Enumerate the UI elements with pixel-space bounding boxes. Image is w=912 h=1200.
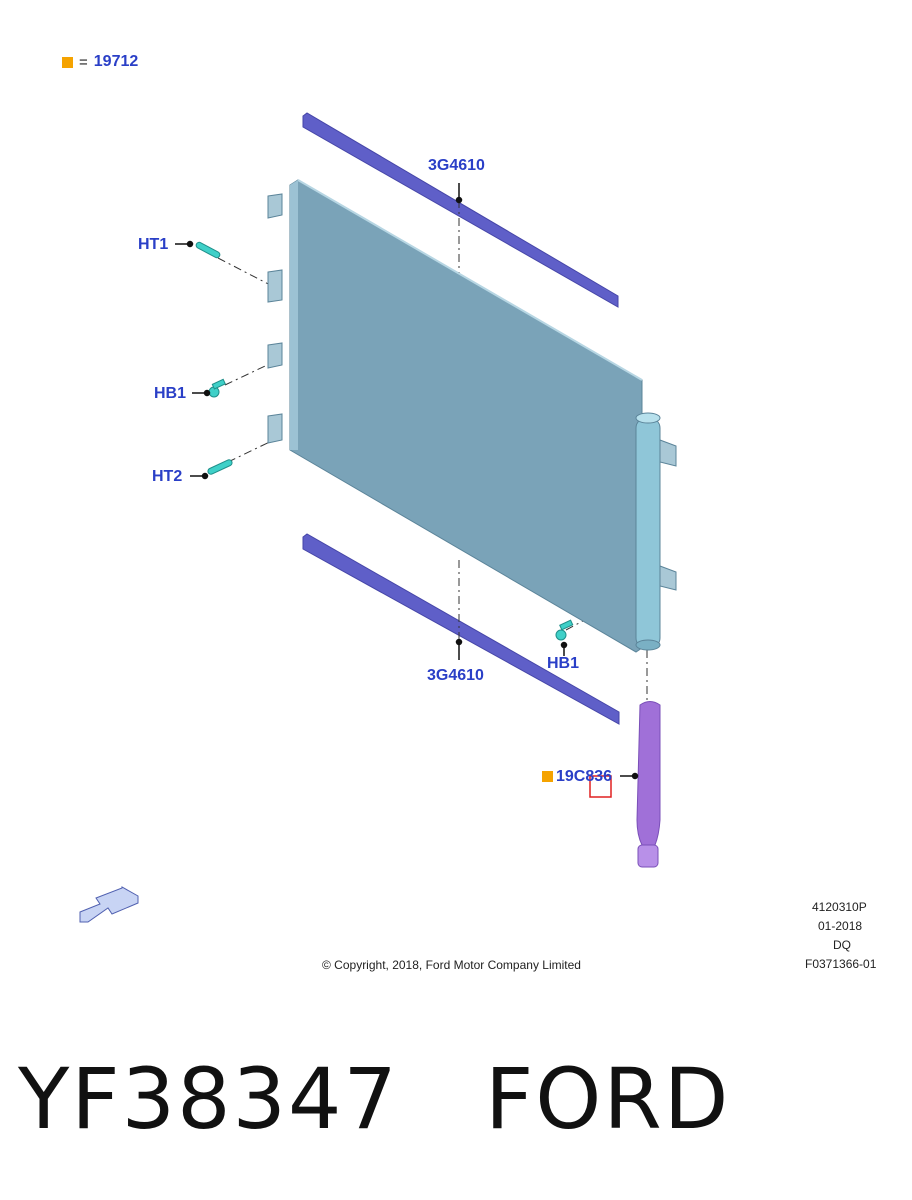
fastener-ht2 [207, 459, 233, 475]
fastener-ht1 [195, 241, 221, 259]
callout-hb1-left[interactable]: HB1 [154, 385, 187, 402]
meta-figure: F0371366-01 [805, 957, 877, 971]
callout-receiver-dryer[interactable]: 19C836 [556, 768, 613, 785]
bottom-seal-strip [302, 533, 620, 725]
legend-marker [62, 56, 73, 68]
footer-title: YF38347 FORD [18, 1050, 730, 1148]
callout-hb1-right[interactable]: HB1 [547, 655, 580, 672]
legend-equals: = [79, 53, 88, 71]
highlight-box [589, 775, 612, 798]
fastener-hb1-right [555, 619, 574, 641]
parts-diagram [79, 112, 677, 923]
meta-code: 4120310P [812, 900, 867, 914]
top-seal-strip [302, 112, 619, 308]
direction-arrow-icon [79, 886, 139, 923]
callout-top-strip[interactable]: 3G4610 [428, 157, 485, 174]
condenser-core [267, 179, 677, 653]
callout-bottom-strip[interactable]: 3G4610 [427, 667, 484, 684]
receiver-dryer-marker [542, 771, 553, 782]
footer-brand: FORD [484, 1050, 731, 1148]
legend-part-number[interactable]: 19712 [93, 53, 139, 70]
callout-ht2[interactable]: HT2 [152, 468, 183, 485]
meta-region: DQ [833, 938, 851, 952]
copyright: © Copyright, 2018, Ford Motor Company Li… [322, 958, 581, 972]
fastener-hb1-left [208, 378, 226, 398]
callout-ht1[interactable]: HT1 [138, 236, 169, 253]
receiver-dryer [636, 701, 661, 868]
footer-part: YF38347 [18, 1050, 399, 1148]
meta-date: 01-2018 [818, 919, 863, 933]
legend: = 19712 [62, 53, 138, 71]
